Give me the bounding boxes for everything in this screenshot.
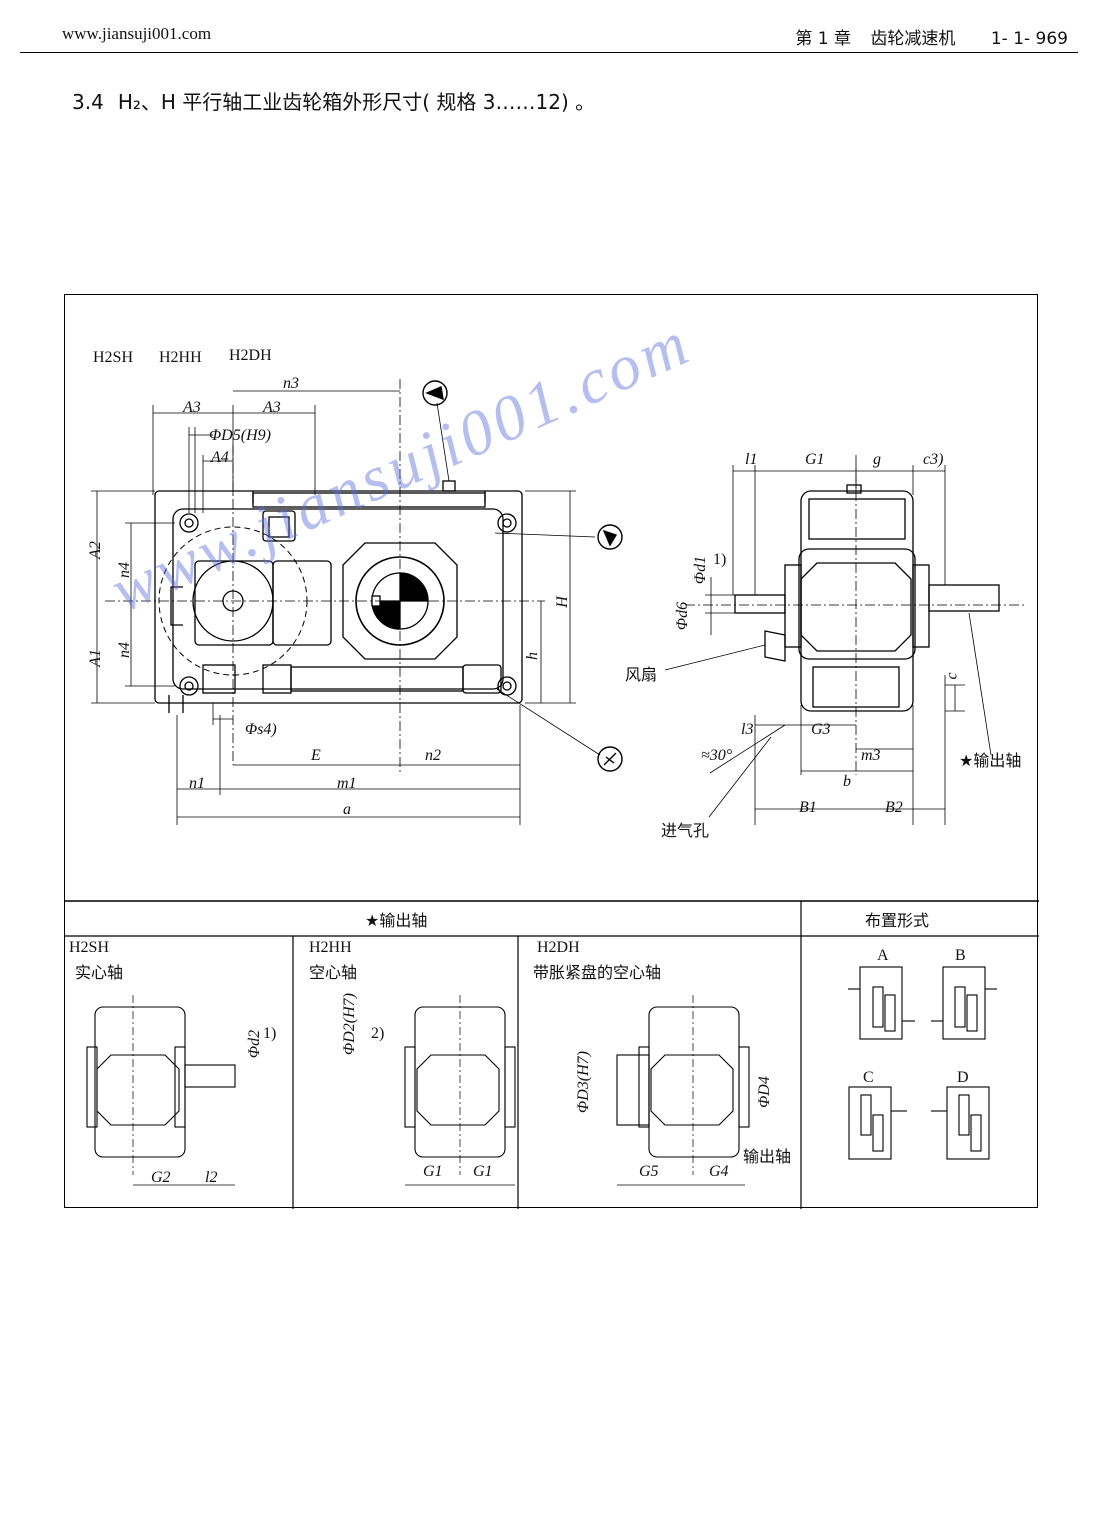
- chapter-number: 第 1 章: [795, 29, 852, 49]
- chapter-title: 齿轮减速机: [870, 29, 956, 49]
- col2-model: H2HH: [309, 939, 352, 956]
- dim-e: E: [311, 747, 321, 764]
- col3-desc: 带胀紧盘的空心轴: [533, 963, 662, 982]
- section-heading: 3.4 H₂、H 平行轴工业齿轮箱外形尺寸( 规格 3……12) 。: [72, 86, 595, 115]
- table-header-output: ★输出轴: [365, 911, 428, 930]
- drawing-lines: [65, 379, 1039, 1209]
- section-title: H₂、H 平行轴工业齿轮箱外形尺寸( 规格 3……12) 。: [117, 90, 596, 114]
- col1-model: H2SH: [69, 939, 110, 956]
- table-header-layout: 布置形式: [865, 911, 930, 930]
- dim-a3-left: A3: [183, 399, 201, 416]
- arrangement-a: A: [877, 947, 889, 964]
- dim-l3: l3: [741, 721, 754, 738]
- arrangement-drawings: [848, 966, 997, 1160]
- col2-desc: 空心轴: [309, 963, 358, 982]
- col1-dim-g2: G2: [151, 1169, 171, 1186]
- dim-m1: m1: [337, 775, 357, 792]
- side-view: [664, 455, 1025, 825]
- section-number: 3.4: [72, 90, 104, 114]
- dim-d6: Φd6: [674, 601, 692, 631]
- dim-a1: A1: [86, 649, 104, 667]
- dim-h-total: H: [553, 596, 571, 608]
- label-fan: 风扇: [625, 665, 658, 684]
- col1-dim-l2: l2: [205, 1169, 218, 1186]
- dim-n2: n2: [425, 747, 441, 764]
- dim-g3: G3: [811, 721, 831, 738]
- model-h2sh: H2SH: [93, 349, 134, 366]
- dim-s: Φs4): [245, 721, 277, 738]
- dim-h-axis: h: [524, 652, 541, 660]
- dim-d1: Φd1: [692, 555, 710, 585]
- dim-angle: ≈30°: [701, 747, 733, 764]
- page-number: 1- 1- 969: [990, 29, 1068, 49]
- dim-c: c: [943, 672, 961, 680]
- col1-dim-d2: Φd2: [246, 1029, 264, 1059]
- col3-dim-g5: G5: [639, 1163, 659, 1180]
- front-view: [91, 379, 601, 825]
- header-rule: [20, 52, 1078, 53]
- dim-a2: A2: [86, 541, 104, 559]
- label-output-shaft: ★输出轴: [959, 751, 1022, 770]
- col2-dim-d2: ΦD2(H7): [340, 993, 358, 1055]
- model-h2hh: H2HH: [159, 349, 202, 366]
- dim-b1: B1: [799, 799, 817, 816]
- col2-dim-g1-left: G1: [423, 1163, 443, 1180]
- dim-n1: n1: [189, 775, 205, 792]
- dim-b2: B2: [885, 799, 903, 816]
- table-drawings: [86, 995, 750, 1186]
- col2-note: 2): [371, 1025, 385, 1042]
- dim-d5: ΦD5(H9): [209, 427, 271, 444]
- note-1: 1): [713, 551, 727, 568]
- col3-dim-g4: G4: [709, 1163, 729, 1180]
- header-chapter-info: 第 1 章 齿轮减速机 1- 1- 969: [781, 24, 1068, 49]
- front-symbols: [422, 380, 623, 772]
- dim-n4-bottom: n4: [116, 642, 133, 658]
- dim-m3: m3: [861, 747, 881, 764]
- drawing-figure: H2SH H2HH H2DH n3 A3 A3 ΦD5(H9) A4 A2 n4…: [64, 294, 1039, 1209]
- dim-a: a: [343, 801, 351, 818]
- label-air-inlet: 进气孔: [661, 821, 710, 840]
- arrangement-d: D: [957, 1069, 969, 1086]
- dim-c3: c3): [923, 451, 944, 468]
- col1-desc: 实心轴: [75, 963, 124, 982]
- arrangement-b: B: [955, 947, 966, 964]
- dim-a3-right: A3: [263, 399, 281, 416]
- dim-b: b: [843, 773, 851, 790]
- col3-model: H2DH: [537, 939, 580, 956]
- dim-n3: n3: [283, 375, 299, 392]
- col3-dim-d4: ΦD4: [755, 1076, 773, 1108]
- col3-output-label: 输出轴: [743, 1147, 792, 1166]
- col1-note: 1): [263, 1025, 277, 1042]
- dim-a4: A4: [211, 449, 229, 466]
- dim-l1: l1: [745, 451, 758, 468]
- col2-dim-g1-right: G1: [473, 1163, 493, 1180]
- arrangement-c: C: [863, 1069, 874, 1086]
- col3-dim-d3: ΦD3(H7): [574, 1051, 592, 1113]
- header-website: www.jiansuji001.com: [62, 24, 212, 43]
- dim-g1: G1: [805, 451, 825, 468]
- dim-g: g: [873, 451, 881, 468]
- model-h2dh: H2DH: [229, 347, 272, 364]
